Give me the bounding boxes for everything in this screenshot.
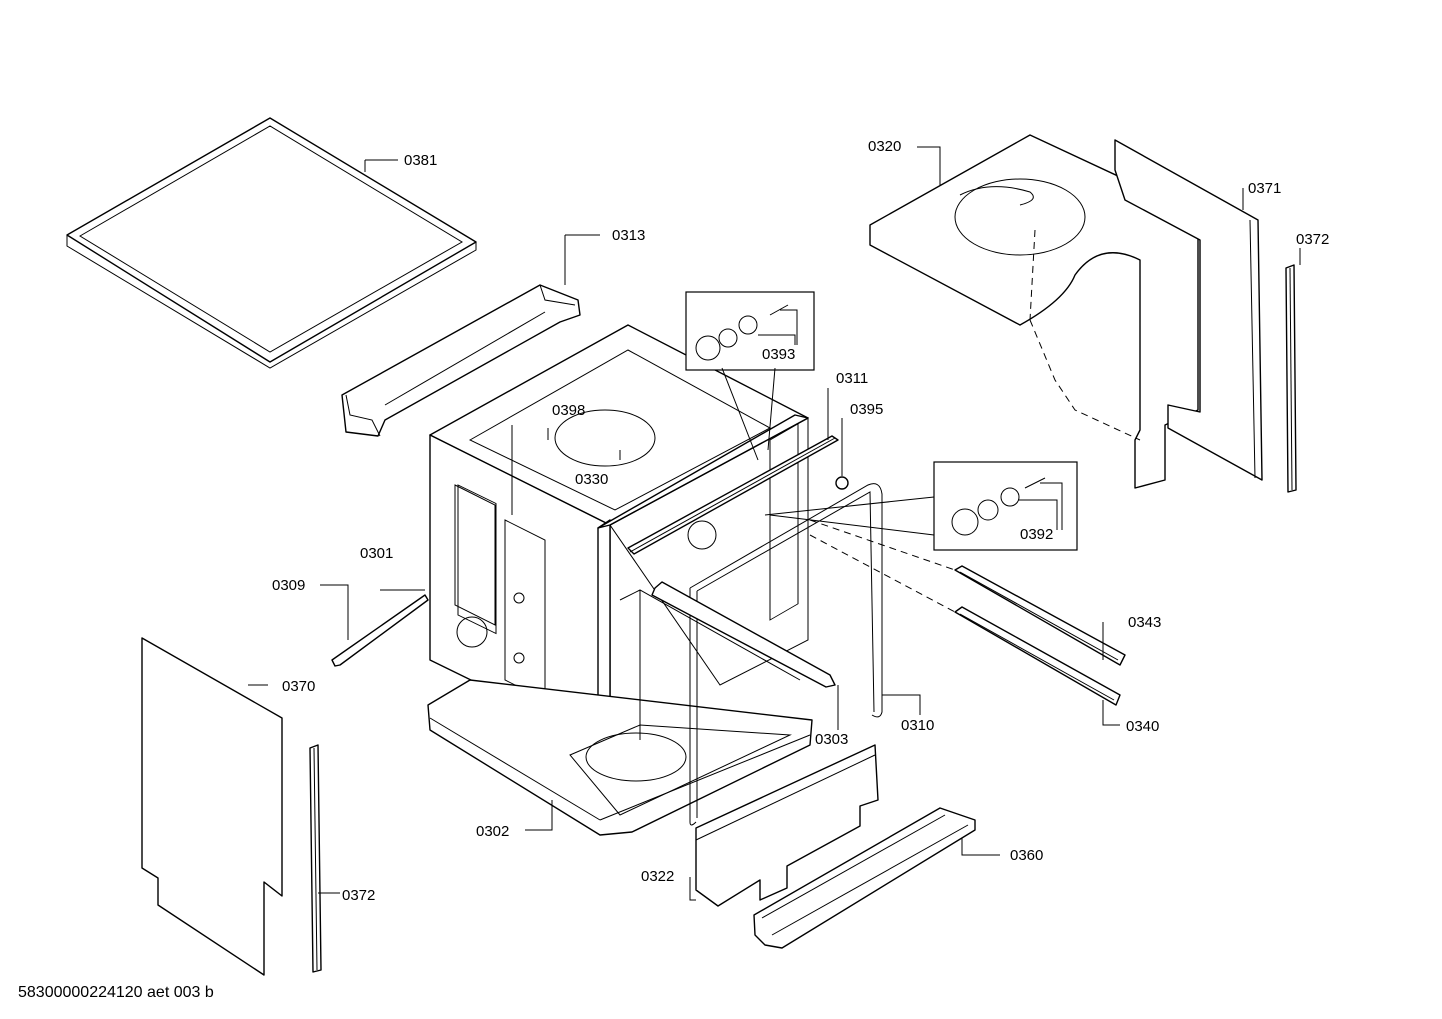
- label-0320: 0320: [868, 138, 901, 155]
- side-panel-right: [1114, 139, 1263, 481]
- label-0392: 0392: [1020, 526, 1053, 543]
- label-0393: 0393: [762, 346, 795, 363]
- label-0322: 0322: [641, 868, 674, 885]
- label-0343: 0343: [1128, 614, 1161, 631]
- lower-rail-part: [651, 581, 836, 688]
- label-0309: 0309: [272, 577, 305, 594]
- label-0340: 0340: [1126, 718, 1159, 735]
- plinth-strip-part: [753, 807, 976, 949]
- label-0360: 0360: [1010, 847, 1043, 864]
- label-0381: 0381: [404, 152, 437, 169]
- label-0302: 0302: [476, 823, 509, 840]
- small-ring-part: [835, 476, 849, 490]
- side-panel-left: [141, 637, 283, 976]
- seal-strip-left: [309, 744, 322, 973]
- label-0301: 0301: [360, 545, 393, 562]
- label-0372-left: 0372: [342, 887, 375, 904]
- label-0313: 0313: [612, 227, 645, 244]
- door-seal-gasket: [689, 483, 883, 826]
- left-bracket-part: [331, 594, 429, 667]
- drawing-number-footer: 58300000224120 aet 003 b: [18, 984, 214, 1001]
- seal-strip-right: [1285, 264, 1297, 493]
- top-cover-panel: [66, 117, 477, 369]
- label-0303: 0303: [815, 731, 848, 748]
- label-0398: 0398: [552, 402, 585, 419]
- main-tub-cabinet: [427, 324, 813, 836]
- label-0370: 0370: [282, 678, 315, 695]
- label-0310: 0310: [901, 717, 934, 734]
- rail-0343: [954, 565, 1126, 666]
- inset-box-0393: [685, 291, 815, 371]
- inset-box-0392: [933, 461, 1078, 551]
- label-0395: 0395: [850, 401, 883, 418]
- label-0330: 0330: [575, 471, 608, 488]
- label-0371: 0371: [1248, 180, 1281, 197]
- label-0311: 0311: [836, 370, 868, 387]
- top-rail-part: [341, 284, 581, 437]
- rail-0340: [954, 606, 1121, 706]
- door-seal-rail: [627, 435, 839, 555]
- kick-plate-part: [695, 744, 879, 907]
- label-0372-right: 0372: [1296, 231, 1329, 248]
